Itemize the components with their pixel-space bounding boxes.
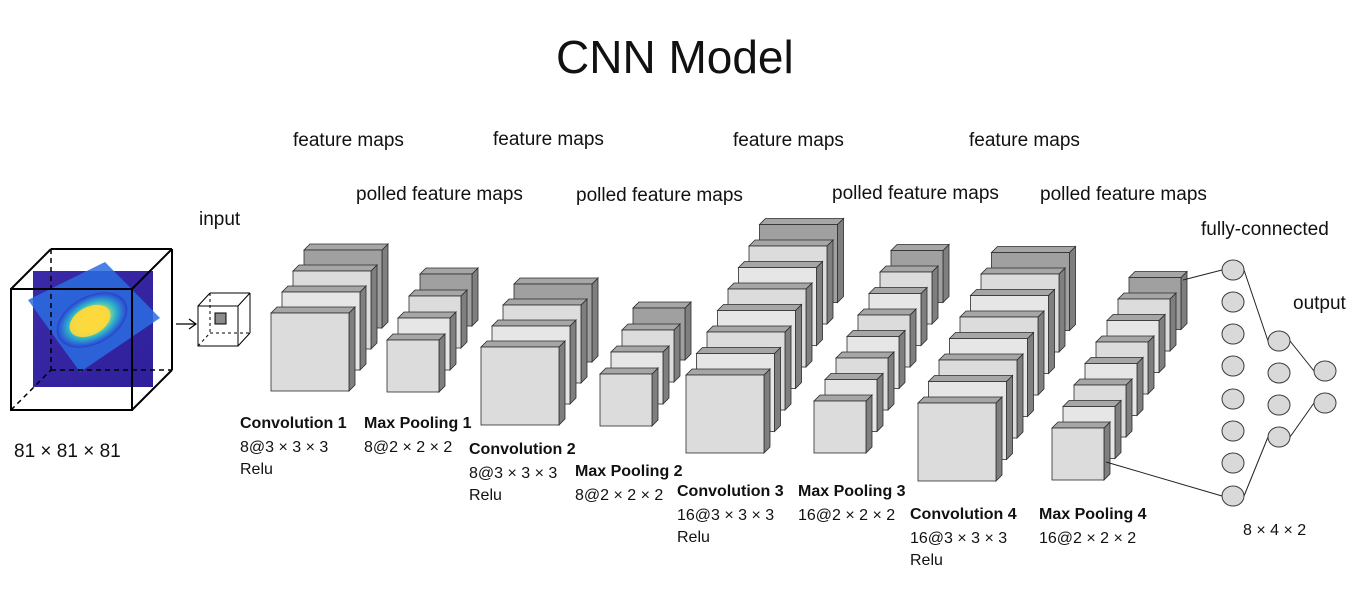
layer-name: Convolution 3 bbox=[677, 483, 784, 500]
pooled-maps-label-1: polled feature maps bbox=[356, 184, 523, 205]
layer-name: Max Pooling 4 bbox=[1039, 506, 1147, 523]
layer-spec: 8@2 × 2 × 2 bbox=[575, 487, 664, 504]
fc-dims-label: 8 × 4 × 2 bbox=[1243, 522, 1307, 539]
pooled-maps-label-2: polled feature maps bbox=[576, 185, 743, 206]
layer-activation: Relu bbox=[677, 529, 710, 546]
output-label: output bbox=[1293, 293, 1346, 314]
pool-stack-2 bbox=[599, 301, 692, 427]
feature-maps-label-1: feature maps bbox=[293, 130, 404, 151]
pooled-maps-label-4: polled feature maps bbox=[1040, 184, 1207, 205]
fc-connections bbox=[1105, 269, 1315, 497]
pool-stack-1 bbox=[386, 267, 479, 393]
conv-stack-1 bbox=[270, 243, 389, 392]
fc-node-layer1 bbox=[1221, 485, 1245, 507]
fc-node-layer2 bbox=[1267, 330, 1291, 352]
conv-stack-4 bbox=[917, 245, 1077, 482]
feature-maps-label-2: feature maps bbox=[493, 129, 604, 150]
layer-name: Convolution 4 bbox=[910, 506, 1017, 523]
layer-name: Convolution 2 bbox=[469, 441, 576, 458]
layer-spec: 8@3 × 3 × 3 bbox=[240, 439, 329, 456]
input-arrow bbox=[176, 318, 198, 330]
fc-node-layer2 bbox=[1267, 426, 1291, 448]
layer-name: Max Pooling 3 bbox=[798, 483, 906, 500]
layer-activation: Relu bbox=[240, 461, 273, 478]
fc-node-layer1 bbox=[1221, 291, 1245, 313]
pooled-maps-label-3: polled feature maps bbox=[832, 183, 999, 204]
layer-spec: 16@3 × 3 × 3 bbox=[677, 507, 775, 524]
output-node bbox=[1313, 392, 1337, 414]
conv-stack-2 bbox=[480, 277, 599, 426]
feature-maps-label-4: feature maps bbox=[969, 130, 1080, 151]
output-node bbox=[1313, 360, 1337, 382]
fc-node-layer1 bbox=[1221, 259, 1245, 281]
input-size-label: 81 × 81 × 81 bbox=[14, 441, 121, 462]
layer-name: Max Pooling 1 bbox=[364, 415, 472, 432]
layer-spec: 8@2 × 2 × 2 bbox=[364, 439, 453, 456]
layer-name: Max Pooling 2 bbox=[575, 463, 683, 480]
feature-maps-label-3: feature maps bbox=[733, 130, 844, 151]
input-label: input bbox=[199, 209, 241, 230]
pool-stack-3 bbox=[813, 243, 950, 454]
conv-stack-3 bbox=[685, 217, 845, 454]
kernel-cube bbox=[197, 292, 251, 347]
fc-node-layer1 bbox=[1221, 388, 1245, 410]
fc-node-layer2 bbox=[1267, 394, 1291, 416]
fc-network bbox=[1221, 259, 1337, 507]
layer-spec: 16@2 × 2 × 2 bbox=[1039, 530, 1137, 547]
fc-node-layer1 bbox=[1221, 323, 1245, 345]
input-volume bbox=[10, 248, 173, 411]
fc-node-layer1 bbox=[1221, 452, 1245, 474]
fc-node-layer2 bbox=[1267, 362, 1291, 384]
fc-node-layer1 bbox=[1221, 420, 1245, 442]
layer-spec: 16@2 × 2 × 2 bbox=[798, 507, 896, 524]
fc-node-layer1 bbox=[1221, 355, 1245, 377]
layer-activation: Relu bbox=[910, 552, 943, 569]
layer-spec: 16@3 × 3 × 3 bbox=[910, 530, 1008, 547]
pool-stack-4 bbox=[1051, 270, 1188, 481]
fc-label: fully-connected bbox=[1201, 219, 1329, 240]
layer-spec: 8@3 × 3 × 3 bbox=[469, 465, 558, 482]
layer-name: Convolution 1 bbox=[240, 415, 347, 432]
diagram-title: CNN Model bbox=[556, 31, 794, 83]
layer-activation: Relu bbox=[469, 487, 502, 504]
